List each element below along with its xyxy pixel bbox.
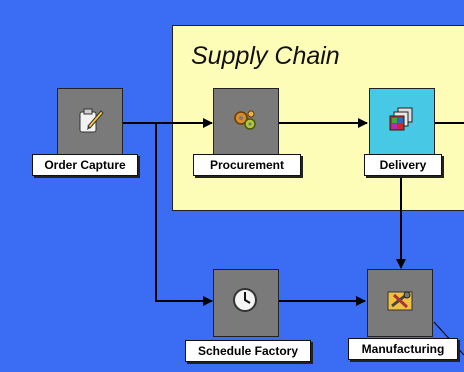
clipboard-pencil-icon (79, 108, 104, 133)
group-title: Supply Chain (191, 42, 340, 70)
stacked-boxes-icon (389, 107, 413, 131)
procurement-label: Procurement (193, 154, 301, 176)
gears-icon (234, 110, 256, 130)
order-capture-label: Order Capture (32, 154, 138, 176)
clock-icon (233, 288, 257, 312)
manufacturing-label: Manufacturing (348, 338, 458, 360)
manufacturing-tile[interactable] (367, 269, 433, 337)
schedule-factory-label: Schedule Factory (185, 340, 311, 362)
edge-order-to-schedule[interactable] (121, 122, 213, 306)
delivery-label: Delivery (364, 154, 442, 176)
tools-icon (387, 291, 413, 311)
